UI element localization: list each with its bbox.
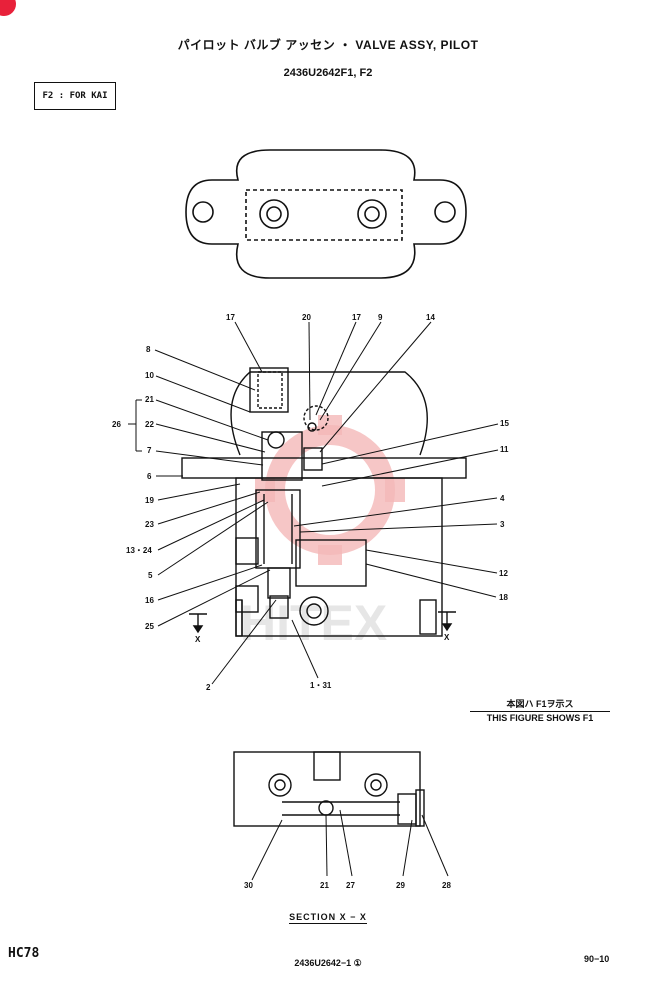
callout-23a: 23 (145, 520, 154, 529)
drawing-number: 2436U2642−1 ① (294, 958, 362, 968)
figure-note: 本図ハ F1ヲ示ス THIS FIGURE SHOWS F1 (470, 697, 610, 723)
figure-note-japanese: 本図ハ F1ヲ示ス (470, 697, 610, 712)
callout-19: 19 (145, 496, 154, 505)
page-title: パイロット バルブ アッセン ・ VALVE ASSY, PILOT (177, 38, 479, 52)
section-marker-right: X (444, 633, 450, 642)
callout-9: 9 (378, 313, 383, 322)
main-section-view (181, 367, 467, 637)
callout-22: 22 (145, 420, 154, 429)
callout-11: 11 (500, 445, 509, 454)
variant-note-box: F2 : FOR KAI (34, 82, 116, 110)
callout-21: 21 (145, 395, 154, 404)
callout-10: 10 (145, 371, 154, 380)
section-xx-view (233, 751, 425, 827)
top-view (185, 149, 467, 279)
callout-1-31: 1・31 (310, 681, 332, 690)
corner-badge-icon (0, 0, 16, 16)
section-callout-29: 29 (396, 881, 405, 890)
section-callout-27: 27 (346, 881, 355, 890)
section-callout-30: 30 (244, 881, 253, 890)
section-leader-lines (251, 809, 449, 881)
callout-18: 18 (499, 593, 508, 602)
callout-2: 2 (206, 683, 211, 692)
callout-6: 6 (147, 472, 152, 481)
callout-5: 5 (148, 571, 153, 580)
page-number: 90−10 (584, 954, 610, 964)
section-callout-28: 28 (442, 881, 451, 890)
callout-17b: 17 (352, 313, 361, 322)
callout-7: 7 (147, 446, 152, 455)
section-marker-left: X (195, 635, 201, 644)
section-label: SECTION X − X (0, 912, 656, 924)
callout-3: 3 (500, 520, 505, 529)
callout-15: 15 (500, 419, 509, 428)
callout-14: 14 (426, 313, 435, 322)
callout-17a: 17 (226, 313, 235, 322)
section-markers (189, 611, 456, 634)
model-code: HC78 (8, 946, 40, 961)
callout-26: 26 (112, 420, 121, 429)
callout-8: 8 (146, 345, 151, 354)
section-label-text: SECTION X − X (289, 912, 367, 924)
part-number: 2436U2642F1, F2 (283, 67, 373, 79)
figure-note-english: THIS FIGURE SHOWS F1 (486, 713, 594, 723)
watermark: HITEX (240, 415, 405, 651)
callout-25: 25 (145, 622, 154, 631)
callout-4: 4 (500, 494, 505, 503)
section-callout-21: 21 (320, 881, 329, 890)
callout-16: 16 (145, 596, 154, 605)
callout-12: 12 (499, 569, 508, 578)
leader-lines (128, 321, 499, 685)
callout-20: 20 (302, 313, 311, 322)
callout-13-24: 13・24 (126, 546, 152, 555)
